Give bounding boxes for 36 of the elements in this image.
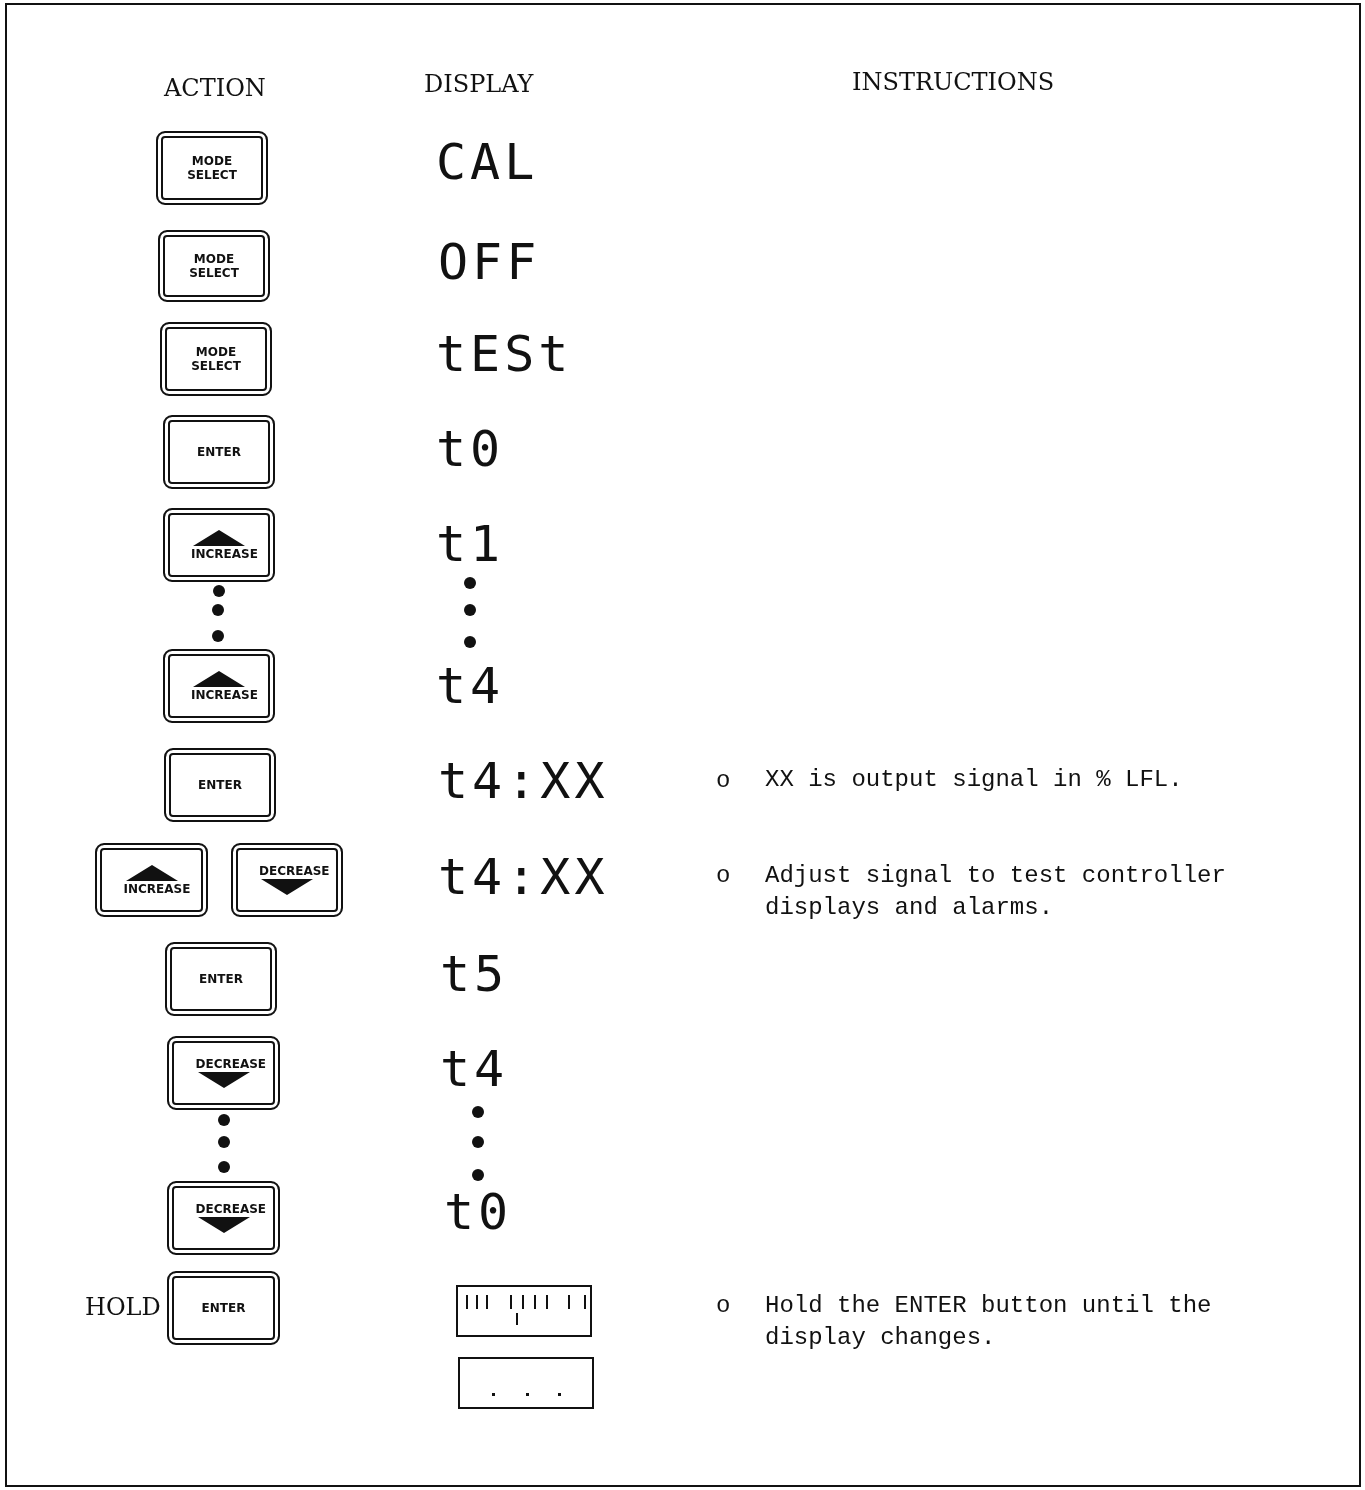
keypad-button: ENTER bbox=[165, 942, 277, 1016]
column-heading: INSTRUCTIONS bbox=[852, 68, 1055, 96]
display-readout: t0 bbox=[444, 1183, 513, 1241]
bullet-marker: o bbox=[716, 1292, 731, 1319]
display-readout: t1 bbox=[436, 515, 505, 573]
instruction-text: Hold the ENTER button until the display changes. bbox=[765, 1291, 1213, 1353]
display-readout: t4 bbox=[436, 657, 505, 715]
display-readout: t4:XX bbox=[438, 752, 609, 810]
bullet-marker: o bbox=[716, 767, 731, 794]
keypad-button: INCREASE bbox=[95, 843, 208, 917]
display-readout: tESt bbox=[436, 325, 573, 383]
keypad-button: MODE SELECT bbox=[158, 230, 270, 302]
keypad-button: ENTER bbox=[163, 415, 275, 489]
lcd-display bbox=[456, 1285, 592, 1337]
keypad-button: INCREASE bbox=[163, 649, 275, 723]
display-readout: OFF bbox=[438, 233, 541, 291]
display-readout: t5 bbox=[440, 945, 509, 1003]
side-label: HOLD bbox=[85, 1293, 161, 1321]
keypad-button: ENTER bbox=[164, 748, 276, 822]
display-readout: t4 bbox=[440, 1040, 509, 1098]
keypad-button: INCREASE bbox=[163, 508, 275, 582]
display-readout: t4:XX bbox=[438, 848, 609, 906]
column-heading: DISPLAY bbox=[424, 70, 534, 98]
keypad-button: DECREASE bbox=[167, 1181, 280, 1255]
keypad-button: DECREASE bbox=[167, 1036, 280, 1110]
lcd-display bbox=[458, 1357, 594, 1409]
bullet-marker: o bbox=[716, 862, 731, 889]
display-readout: CAL bbox=[436, 133, 539, 191]
instruction-text: XX is output signal in % LFL. bbox=[765, 765, 1184, 795]
keypad-button: MODE SELECT bbox=[156, 131, 268, 205]
display-readout: t0 bbox=[436, 420, 505, 478]
keypad-button: ENTER bbox=[167, 1271, 280, 1345]
column-heading: ACTION bbox=[164, 74, 266, 102]
keypad-button: DECREASE bbox=[231, 843, 343, 917]
keypad-button: MODE SELECT bbox=[160, 322, 272, 396]
instruction-text: Adjust signal to test controller displays and alarms. bbox=[765, 861, 1227, 923]
